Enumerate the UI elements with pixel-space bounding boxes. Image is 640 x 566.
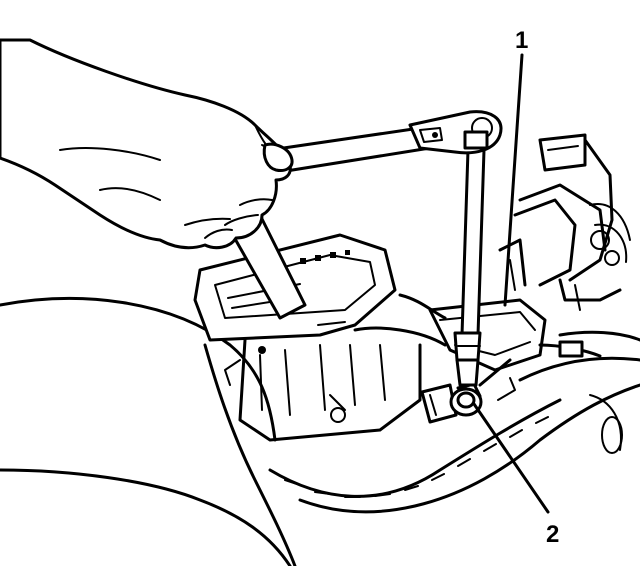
console-floor-outline [0,297,640,566]
socket-extension [453,148,486,387]
ratchet-wrench [268,110,503,174]
callout-2: 2 [472,402,559,548]
nut-fastener [420,382,483,424]
wiring-assembly [498,133,631,311]
callout-1-label: 1 [515,27,528,54]
callout-1: 1 [503,27,528,307]
cable-bracket [398,293,602,401]
shifter-housing [224,326,447,442]
callout-2-label: 2 [546,521,559,548]
technician-hand [0,38,294,250]
